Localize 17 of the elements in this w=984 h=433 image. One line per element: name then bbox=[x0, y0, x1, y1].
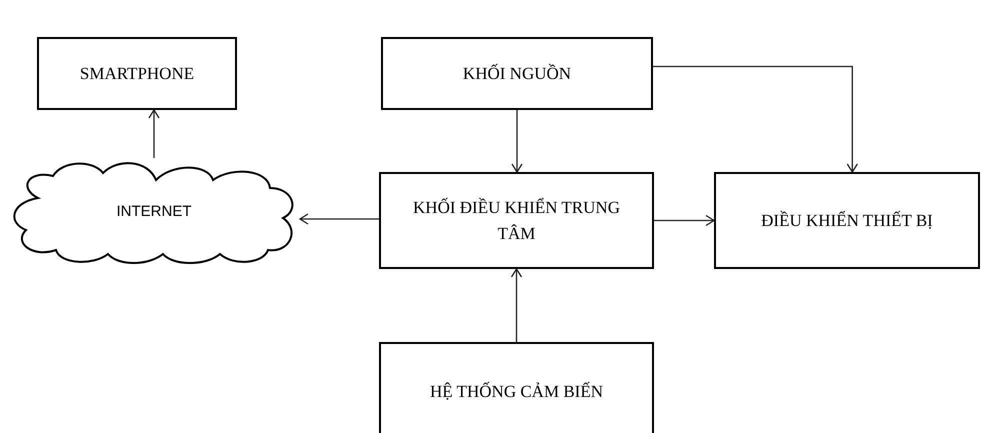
process-box bbox=[714, 172, 980, 269]
process-box bbox=[381, 37, 653, 110]
process-box bbox=[37, 37, 237, 110]
arrow bbox=[654, 214, 715, 226]
node-label: SMARTPHONE bbox=[78, 62, 196, 85]
arrow bbox=[510, 268, 522, 342]
process-box bbox=[379, 342, 654, 433]
arrow bbox=[653, 66, 858, 173]
node-label: HỆ THỐNG CẢM BIẾN bbox=[429, 380, 604, 404]
arrow bbox=[148, 109, 160, 158]
process-box bbox=[379, 172, 654, 269]
arrow bbox=[299, 213, 379, 225]
node-label: INTERNET bbox=[116, 202, 192, 222]
node-label: ĐIỀU KHIỂN THIẾT BỊ bbox=[760, 210, 934, 232]
node-label: KHỐI ĐIỀU KHIỂN TRUNG TÂM bbox=[412, 196, 621, 244]
arrow bbox=[511, 110, 523, 173]
node-label: KHỐI NGUỒN bbox=[462, 62, 572, 85]
